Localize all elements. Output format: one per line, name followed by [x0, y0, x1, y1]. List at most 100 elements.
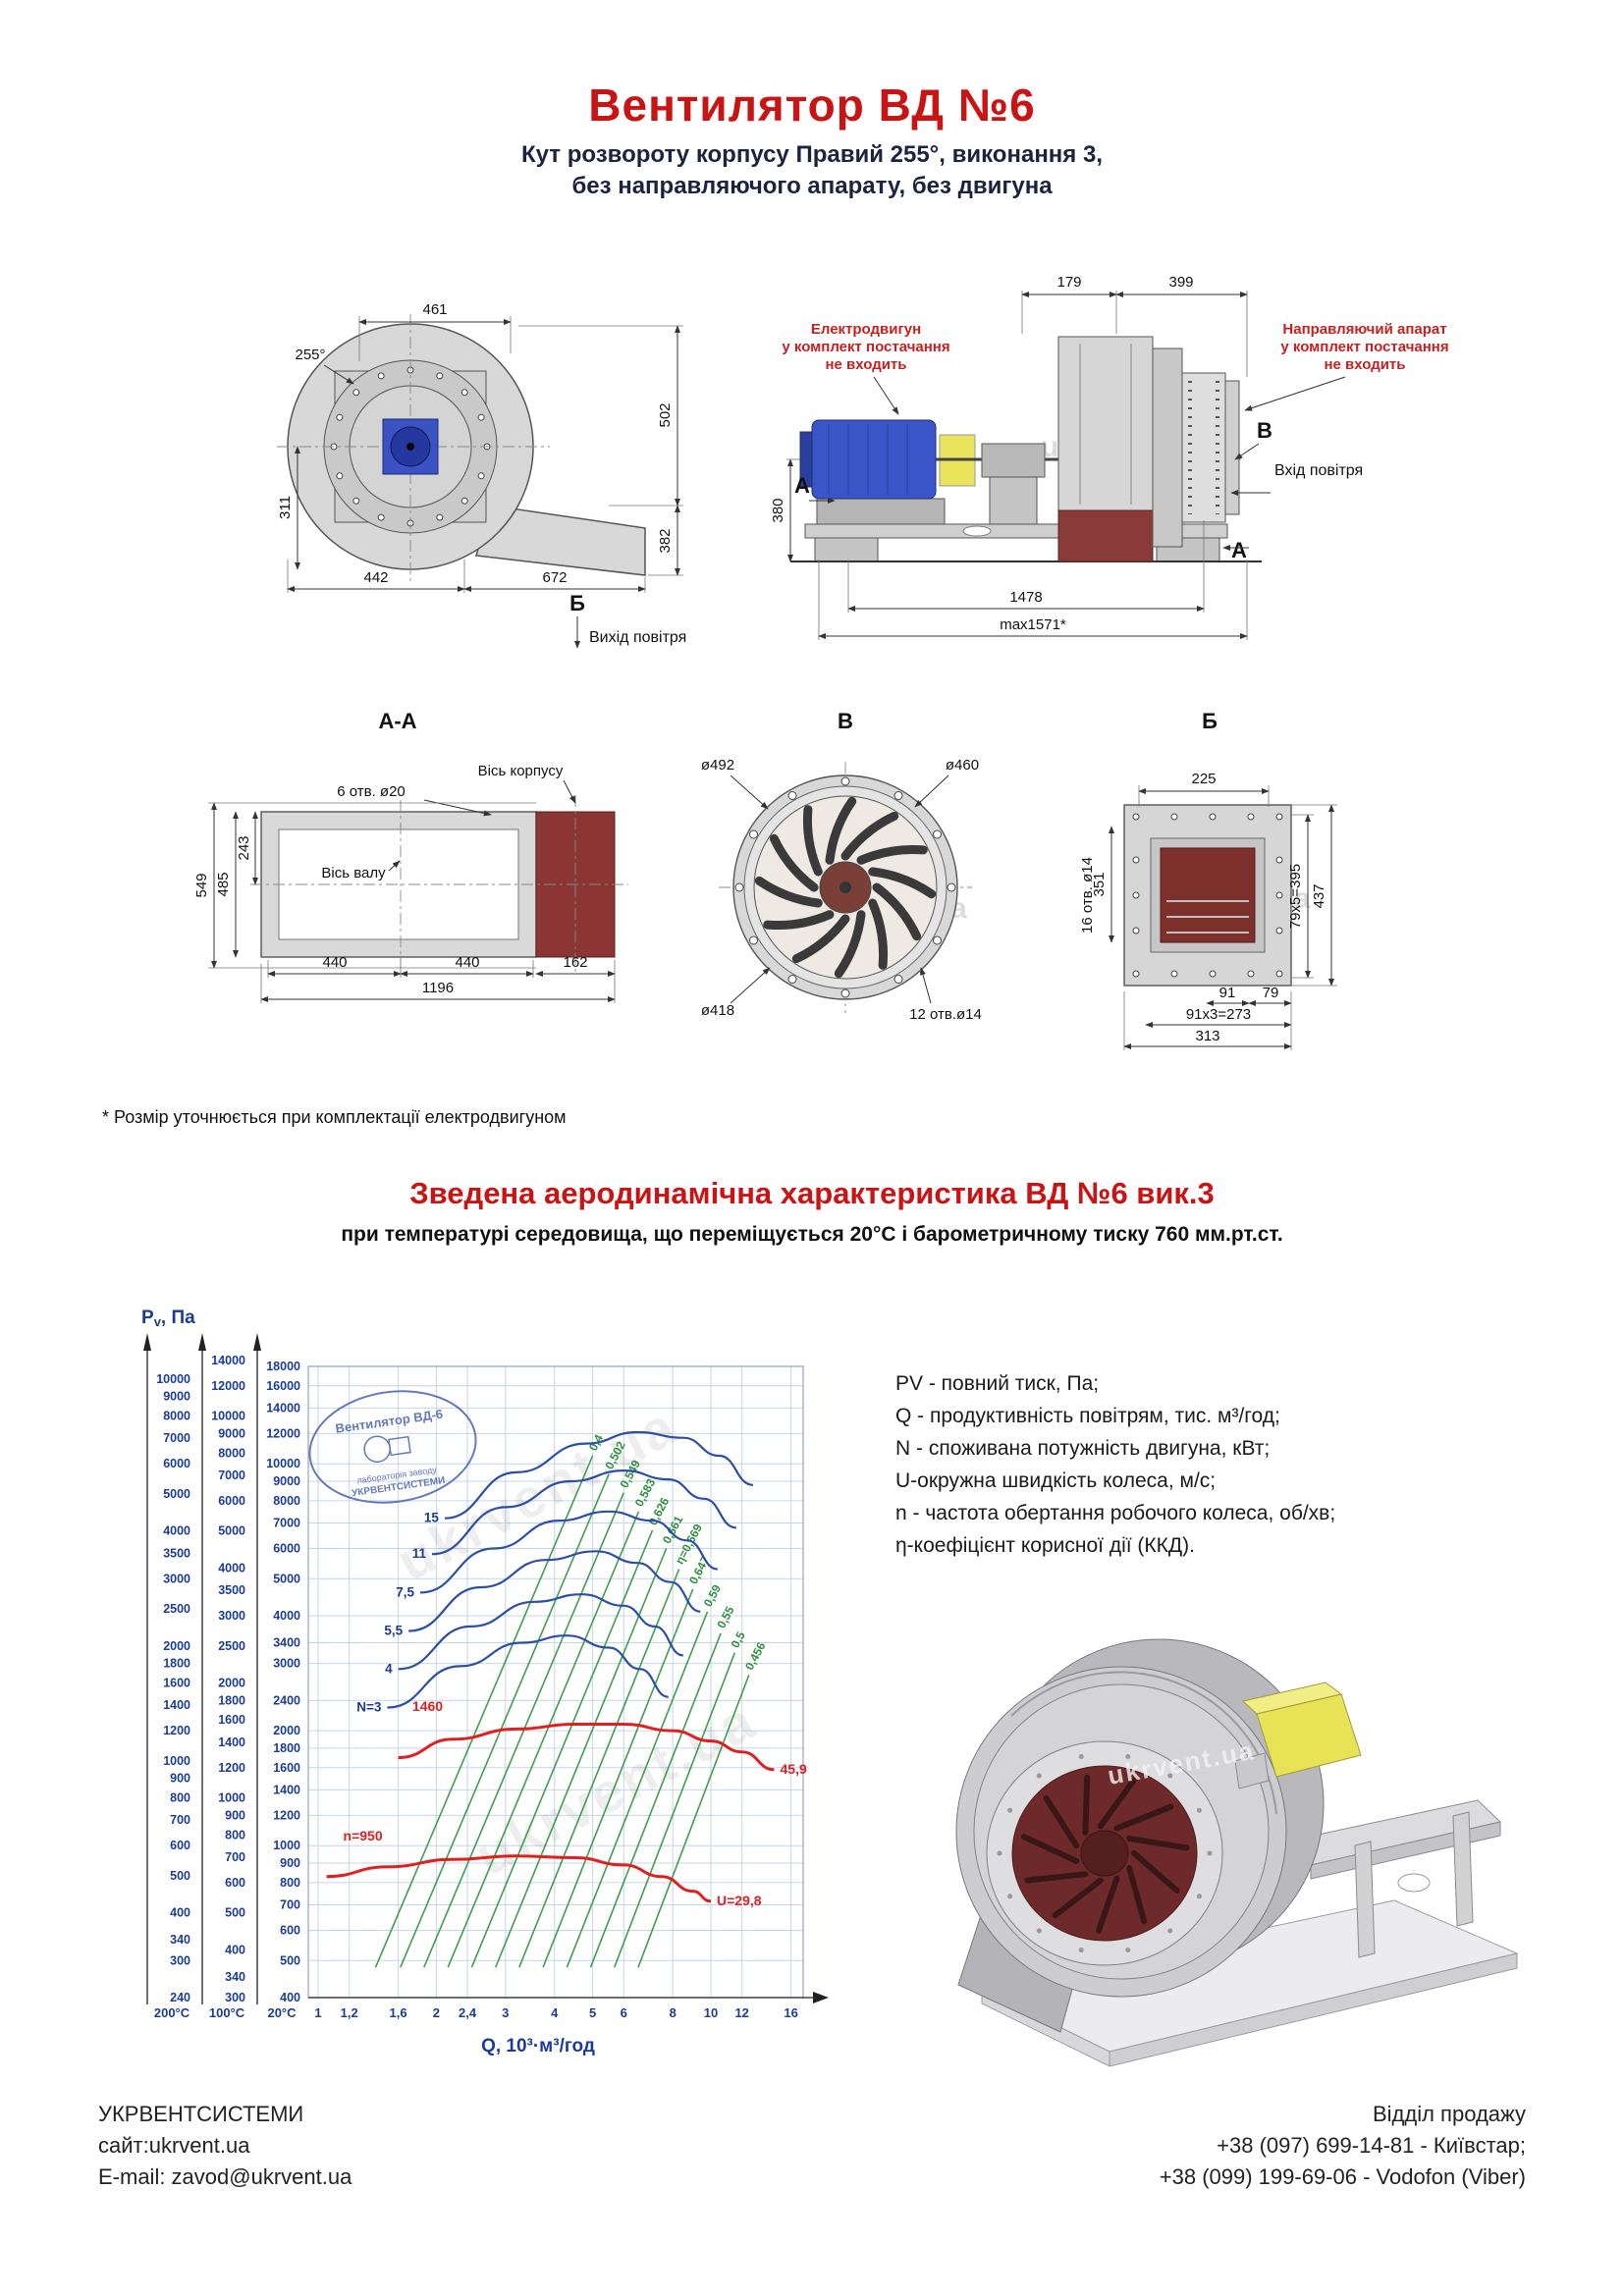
y-tick-label: 900 [225, 1808, 245, 1822]
impeller-blade [825, 796, 857, 865]
section-aa-title: А-А [378, 709, 416, 733]
bolt-hole [1078, 1948, 1084, 1952]
efficiency-line [542, 1588, 694, 1968]
y-tick-label: 8000 [163, 1410, 190, 1423]
dim-380: 380 [770, 458, 794, 562]
y-tick-label: 1800 [218, 1693, 245, 1707]
bolt-hole [352, 497, 360, 505]
bolt-hole [1078, 1754, 1084, 1759]
bolt-hole [933, 829, 942, 839]
legend-line: PV - повний тиск, Па; [895, 1372, 1100, 1395]
legend-line: η-коефіцієнт корисної дії (ККД). [895, 1534, 1195, 1557]
y-tick-label: 10000 [156, 1372, 190, 1386]
dim-label-485: 485 [215, 872, 232, 896]
y-axis-title: Pv, Па [141, 1308, 195, 1329]
dim-label-91: 91 [1219, 985, 1236, 1001]
bolt-hole [893, 791, 903, 800]
power-curve-label: 11 [412, 1546, 427, 1561]
shaft-block-3d [1234, 1752, 1270, 1789]
technical-drawings: ukrvent.ua ukrvent.ua ukrvent.ua ukrvent… [193, 274, 1449, 1050]
bolt-hole [1167, 1773, 1173, 1779]
efficiency-line [589, 1632, 722, 1968]
legend-line: U-окружна швидкість колеса, м/с; [895, 1469, 1217, 1492]
x-tick-label: 2 [433, 2005, 440, 2020]
x-tick-label: 1,2 [341, 2005, 358, 2020]
speed-curve [326, 1854, 712, 1903]
axis-shaft-label: Вісь валу [321, 865, 386, 881]
aerodynamic-chart: ukrvent.ua ukrvent.ua 0,40,5020,5490,583… [141, 1308, 829, 2056]
impeller-blade [868, 867, 937, 899]
footer-sales: Відділ продажу +38 (097) 699-14-81 - Киї… [1160, 2099, 1526, 2193]
impeller-blade [1024, 1871, 1089, 1884]
air-in-annotation: Вхід повітря [1230, 462, 1363, 497]
y-tick-label: 4000 [273, 1609, 300, 1623]
dim-437: 437 [1291, 804, 1337, 987]
company-name: УКРВЕНТСИСТЕМИ [98, 2102, 304, 2126]
bolt-hole [352, 389, 360, 397]
dim-label-max1571: max1571* [1000, 616, 1066, 633]
page-header: Вентилятор ВД №6 Кут розвороту корпусу П… [0, 79, 1624, 203]
impeller-blades [754, 796, 937, 979]
holes-6-label: 6 отв. ø20 [337, 783, 406, 800]
efficiency-line [637, 1675, 750, 1968]
speed-curve-end-label: U=29,8 [717, 1893, 762, 1908]
bolt-hole [1207, 1850, 1213, 1856]
axis-arrow [143, 1333, 151, 1351]
speed-curve [398, 1723, 775, 1772]
y-tick-label: 2400 [273, 1693, 300, 1707]
bolt-hole [893, 975, 903, 984]
y-tick-label: 3000 [273, 1657, 300, 1671]
page-subtitle-line1: Кут розвороту корпусу Правий 255°, викон… [520, 141, 1103, 168]
holes-16-label: 16 отв. ø14 [1079, 857, 1096, 934]
efficiency-label: 0,55 [714, 1604, 736, 1630]
y-tick-label: 1400 [218, 1735, 245, 1749]
y-tick-label: 9000 [273, 1474, 300, 1488]
fan-3d-illustration: ukrvent.ua [955, 1638, 1519, 2067]
chart-section-subtitle: при температурі середовища, що переміщує… [341, 1223, 1283, 1246]
x-tick-label: 3 [502, 2005, 509, 2020]
y-axis-title-unit: , Па [161, 1308, 195, 1328]
section-label-a-right: А [1231, 538, 1247, 562]
bolt-hole [840, 776, 850, 786]
bolt-hole [1196, 1894, 1202, 1899]
chart-section-title: Зведена аеродинамічна характеристика ВД … [409, 1176, 1215, 1210]
power-curve-label: N=3 [356, 1700, 382, 1715]
axis-housing-label: Вісь корпусу [478, 763, 564, 779]
impeller-blade [840, 811, 899, 861]
view-label-b: Б [569, 591, 585, 615]
y-tick-label: 7000 [163, 1431, 190, 1445]
bolt-hole [1132, 813, 1140, 821]
dim-399: 399 [1115, 274, 1248, 377]
bolt-hole [1132, 891, 1140, 899]
bolt-hole [1170, 813, 1178, 821]
y-tick-label: 8000 [218, 1446, 245, 1460]
motor-body [811, 419, 937, 500]
temperature-label: 20°C [267, 2005, 297, 2020]
power-curve-label: 7,5 [396, 1584, 414, 1599]
sales-phone-2: +38 (099) 199-69-06 - Vodofon (Viber) [1159, 2164, 1526, 2189]
efficiency-line [447, 1511, 640, 1968]
view-arrow-b: Б Вихід повітря [569, 591, 686, 649]
y-tick-label: 2000 [273, 1724, 300, 1737]
y-tick-label: 10000 [211, 1410, 245, 1423]
note-guide-line1: Направляючий апарат [1282, 321, 1446, 338]
dia-label-418: ø418 [701, 1002, 734, 1019]
dim-label-382: 382 [657, 528, 674, 553]
y-axis-title-main: P [141, 1308, 154, 1328]
bolt-hole [377, 513, 385, 521]
dim-311: 311 [277, 446, 301, 570]
y-tick-label: 14000 [266, 1401, 300, 1415]
y-tick-label: 1400 [163, 1698, 190, 1712]
bolt-hole [460, 497, 468, 505]
legend-line: Q - продуктивність повітрям, тис. м³/год… [895, 1405, 1280, 1427]
y-tick-label: 6000 [218, 1494, 245, 1508]
note-motor-line3: не входить [825, 356, 906, 373]
y-tick-label: 12000 [211, 1379, 245, 1393]
y-tick-label: 1600 [218, 1713, 245, 1727]
section-mark-a-left: А [794, 473, 836, 505]
dim-label-179: 179 [1056, 274, 1081, 291]
impeller-blade [763, 910, 835, 931]
axis-arrow [813, 1992, 829, 2003]
dim-label-442: 442 [363, 569, 388, 586]
